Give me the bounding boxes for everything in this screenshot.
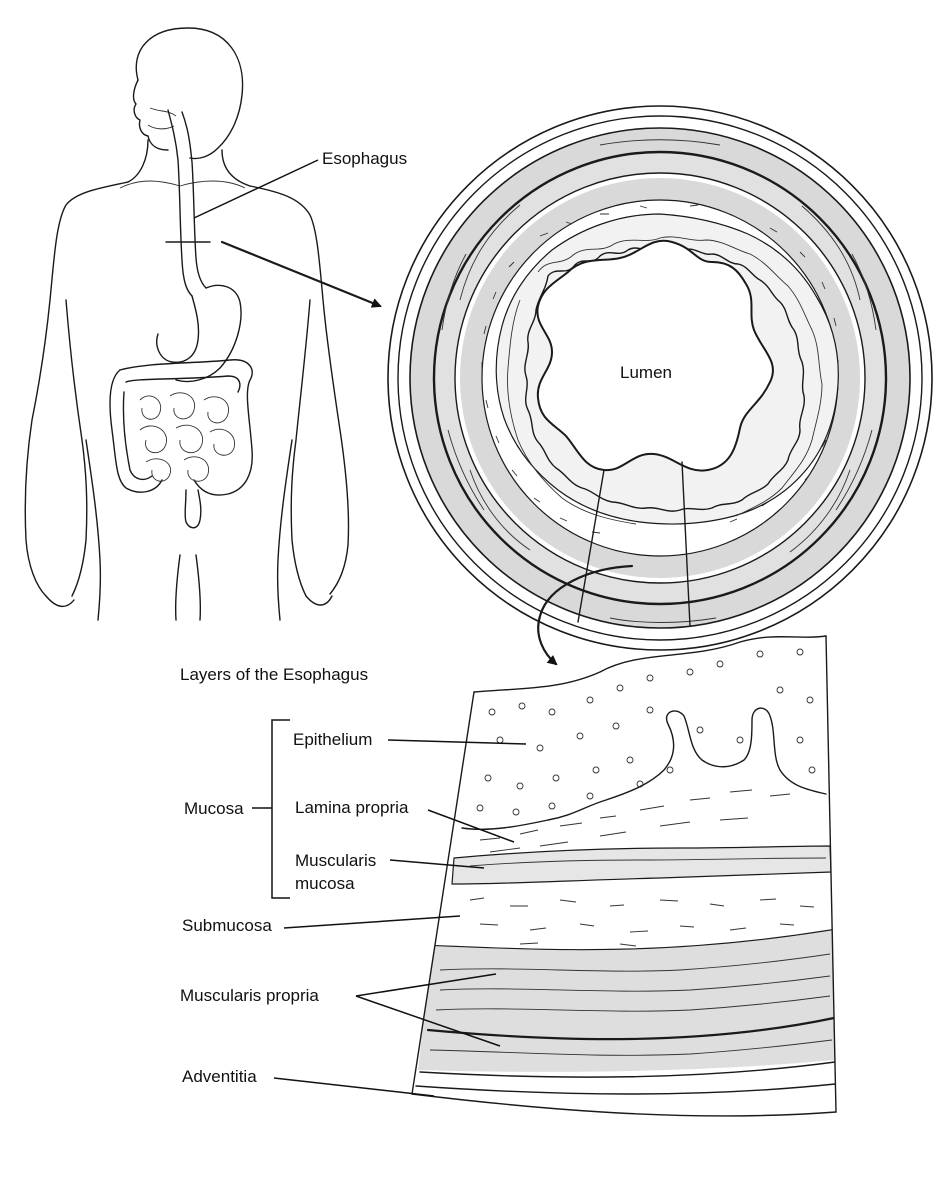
label-lamina-propria: Lamina propria: [295, 798, 409, 817]
submucosa-leader: [283, 915, 461, 929]
submucosa-texture: [481, 204, 839, 534]
layers-title: Layers of the Esophagus: [180, 665, 368, 684]
arrow-to-cross-section: [220, 240, 382, 308]
human-figure: [24, 27, 350, 621]
muscularis-mucosa-leader: [389, 859, 485, 869]
esophagus-leader: [193, 159, 319, 219]
label-mucosa: Mucosa: [184, 799, 244, 818]
label-submucosa: Submucosa: [182, 916, 272, 935]
lamina-propria-leader: [427, 809, 515, 843]
label-adventitia: Adventitia: [182, 1067, 257, 1086]
label-muscularis-mucosa-2: mucosa: [295, 874, 355, 893]
epithelium-cells: [476, 648, 816, 816]
label-muscularis-mucosa-1: Muscularis: [295, 851, 376, 870]
label-muscularis-propria: Muscularis propria: [180, 986, 319, 1005]
label-epithelium: Epithelium: [293, 730, 372, 749]
lumen-shape: [536, 239, 774, 472]
wedge-line-left: [577, 469, 605, 623]
wedge-line-right: [681, 461, 691, 627]
layer-detail-section: [411, 635, 837, 1117]
mucosa-bracket: [252, 719, 290, 899]
digestive-tract: [109, 109, 253, 529]
muscularis-propria-leader-1: [355, 973, 497, 997]
esophagus-cross-section: Lumen: [387, 105, 933, 651]
epithelium-leader: [387, 739, 527, 745]
adventitia-leader: [273, 1077, 435, 1097]
label-lumen: Lumen: [620, 363, 672, 382]
curved-arrow-to-detail: [537, 564, 634, 666]
muscularis-propria-leader-2: [355, 995, 501, 1047]
label-esophagus: Esophagus: [322, 149, 407, 168]
